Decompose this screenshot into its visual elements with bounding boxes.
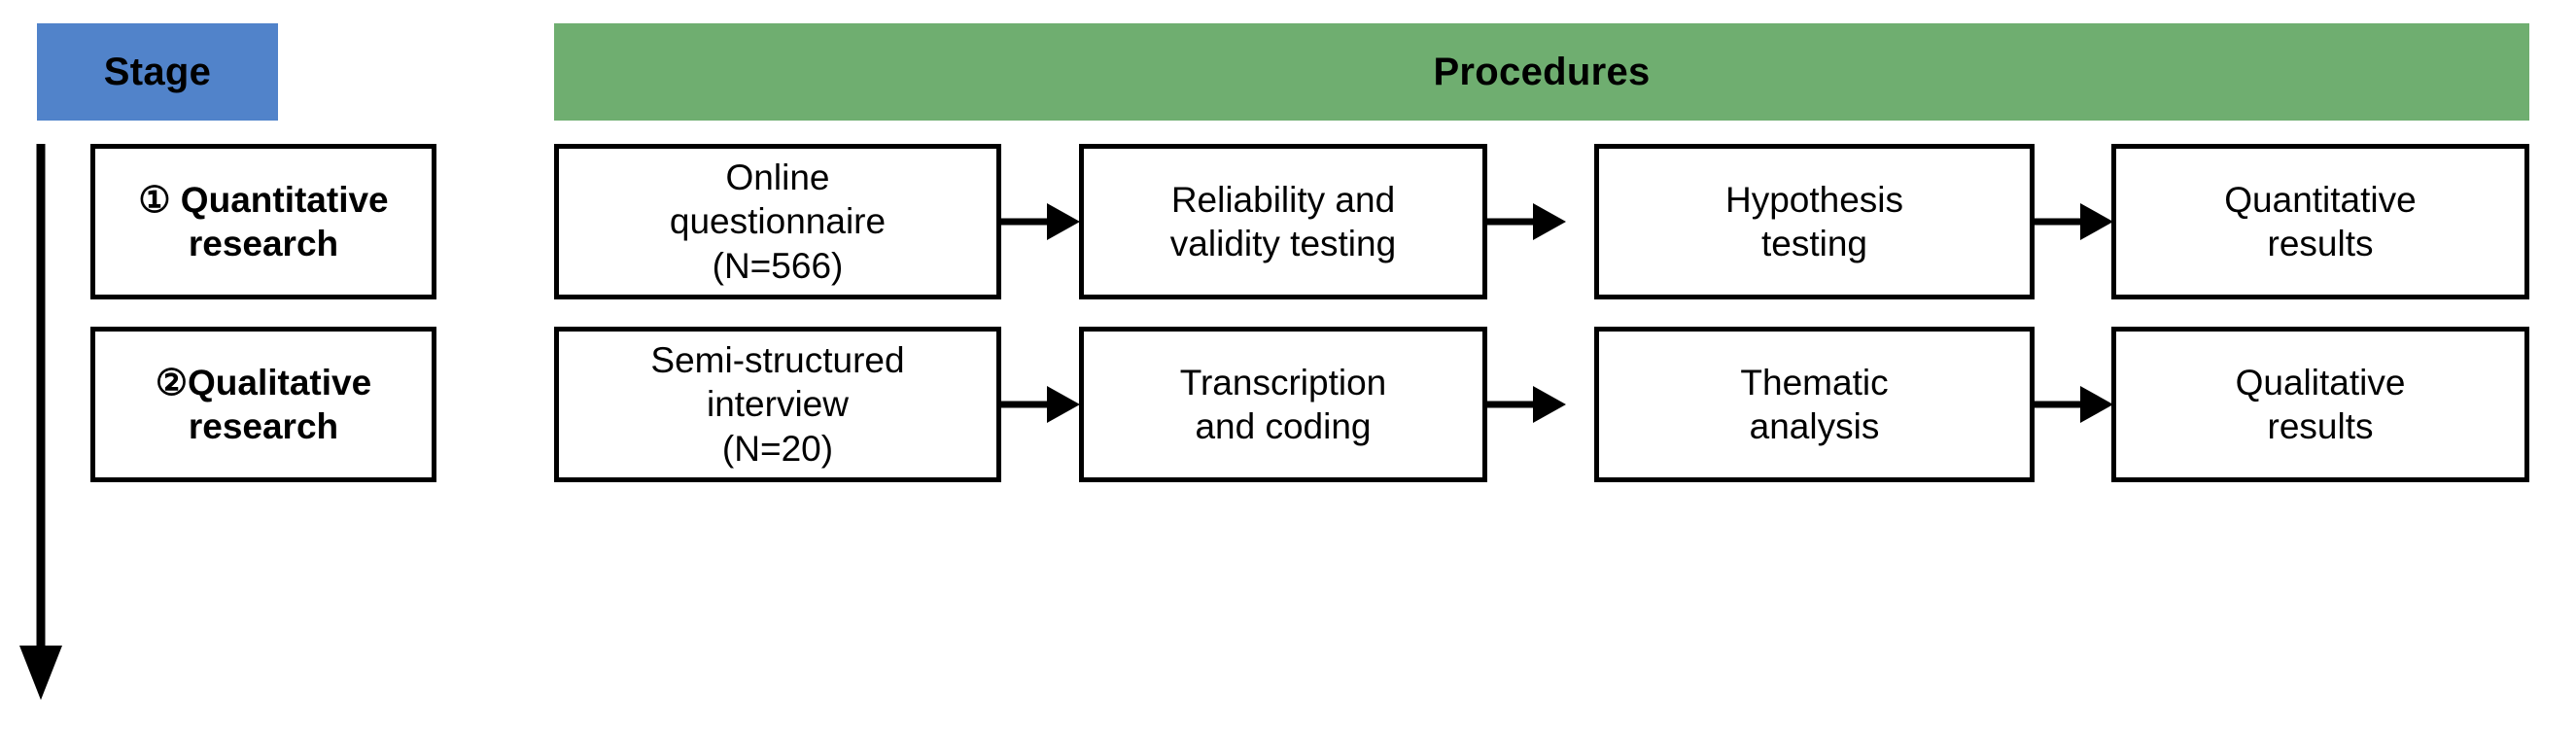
procedure-box-online-questionnaire[interactable]: Online questionnaire (N=566): [554, 144, 1001, 299]
procedure-box-thematic-analysis-label: Thematic analysis: [1740, 362, 1889, 446]
procedure-box-online-questionnaire-label: Online questionnaire (N=566): [669, 158, 887, 286]
procedure-box-reliability-validity-label: Reliability and validity testing: [1169, 179, 1397, 263]
procedure-box-thematic-analysis[interactable]: Thematic analysis: [1594, 327, 2035, 482]
procedures-header-label: Procedures: [1433, 50, 1651, 93]
procedure-box-quantitative-results[interactable]: Quantitative results: [2111, 144, 2529, 299]
procedure-box-transcription-coding[interactable]: Transcription and coding: [1079, 327, 1487, 482]
procedure-box-hypothesis-testing[interactable]: Hypothesis testing: [1594, 144, 2035, 299]
procedure-box-qualitative-results[interactable]: Qualitative results: [2111, 327, 2529, 482]
stage-box-quantitative[interactable]: ① Quantitative research: [90, 144, 436, 299]
procedure-box-semi-structured-interview[interactable]: Semi-structured interview (N=20): [554, 327, 1001, 482]
procedure-box-hypothesis-testing-label: Hypothesis testing: [1724, 179, 1904, 263]
right-arrow-icon: [1486, 386, 1566, 423]
down-arrow-icon: [19, 144, 62, 700]
right-arrow-icon: [1486, 203, 1566, 240]
procedures-column-header: Procedures: [554, 23, 2529, 121]
stage-box-quantitative-label: ① Quantitative research: [138, 179, 389, 263]
procedure-box-transcription-coding-label: Transcription and coding: [1179, 362, 1387, 446]
right-arrow-icon: [1000, 203, 1080, 240]
stage-header-label: Stage: [103, 50, 212, 93]
right-arrow-icon: [2034, 386, 2113, 423]
stage-box-qualitative[interactable]: ②Qualitative research: [90, 327, 436, 482]
stage-box-qualitative-label: ②Qualitative research: [155, 362, 372, 446]
right-arrow-icon: [1000, 386, 1080, 423]
procedure-box-reliability-validity[interactable]: Reliability and validity testing: [1079, 144, 1487, 299]
procedure-box-qualitative-results-label: Qualitative results: [2235, 362, 2406, 446]
procedure-box-semi-structured-interview-label: Semi-structured interview (N=20): [650, 340, 905, 469]
right-arrow-icon: [2034, 203, 2113, 240]
stage-column-header: Stage: [37, 23, 278, 121]
procedure-box-quantitative-results-label: Quantitative results: [2224, 179, 2417, 263]
